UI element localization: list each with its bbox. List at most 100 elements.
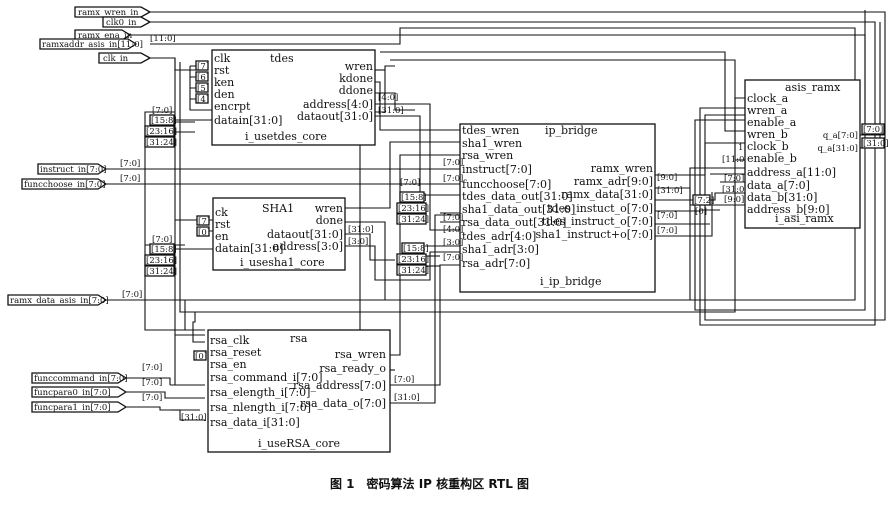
- sha1-const-label: [7]: [198, 217, 210, 227]
- rsa-const-label: [0]: [195, 352, 207, 362]
- sha1-port-rst: rst: [215, 218, 231, 231]
- bus-label-ram-qa32: [31:0]: [863, 139, 889, 149]
- ip-bridge-title: ip_bridge: [545, 124, 597, 137]
- sha1-port-datain: datain[31:0]: [215, 242, 283, 255]
- bus-labels: [4:0] [31:0] [31:0] [3:0] [7:0] [7:0] [7…: [348, 93, 748, 263]
- bus-label-sha1-data: [31:0]: [348, 225, 374, 235]
- tdes-const-label: [5]: [197, 84, 209, 94]
- split-d-label: [23:16]: [398, 255, 429, 265]
- bus-label-ram-qa8: [7:0]: [863, 125, 883, 135]
- bus-label-ipb-sha1adr: [3:0]: [443, 238, 463, 248]
- ip-bridge-port-tdes-adr: tdes_adr[4:0]: [462, 230, 536, 243]
- rsa-port-rsa-nlength: rsa_nlength_i[7:0]: [210, 401, 311, 414]
- input-pin-clk0: [102, 16, 152, 28]
- split-b: [7:0] [15:8] [23:16] [31:24]: [144, 235, 213, 277]
- tdes-instance-name: i_usetdes_core: [245, 130, 327, 143]
- asis-ramx-port-address-a: address_a[11:0]: [747, 166, 836, 179]
- rsa-port-rsa-clk: rsa_clk: [210, 334, 250, 347]
- sha1-block: SHA1 ck rst en datain[31:0] wren done da…: [196, 197, 346, 271]
- asis-ramx-port-qa-32: q_a[31:0]: [818, 144, 858, 154]
- input-pin-ramxaddr-asis-label: ramxaddr_asis_in[11:0]: [42, 40, 143, 50]
- split-c-slot: [399, 191, 425, 203]
- rsa-port-rsa-address: rsa_address[7:0]: [293, 379, 386, 392]
- split-b-label: [31:24]: [146, 267, 177, 277]
- sha1-port-address: address[3:0]: [273, 240, 343, 253]
- tdes-port-datain: datain[31:0]: [214, 114, 282, 127]
- split-c-slot: [396, 202, 427, 214]
- instruct-bus-label: [7:0]: [120, 159, 140, 169]
- input-pin-funcchoose: [21, 178, 108, 190]
- figure-caption: 图 1 密码算法 IP 核重构区 RTL 图: [330, 476, 529, 491]
- split-a-label: [31:24]: [146, 138, 177, 148]
- bus-label-ram-tdes: [7:0]: [657, 211, 677, 221]
- input-pin-clk0-label: clk0_in: [106, 18, 137, 28]
- split-c-slot: [396, 213, 427, 225]
- tdes-title: tdes: [270, 52, 294, 65]
- sha1-title: SHA1: [262, 202, 294, 215]
- split-c-label: [31:24]: [398, 215, 429, 225]
- ip-bridge-port-tdes-wren: tdes_wren: [462, 124, 519, 137]
- ip-bridge-port-sha1-data-out: sha1_data_out[31:0]: [462, 203, 575, 216]
- bus-label-rsa-data-o: [31:0]: [394, 393, 420, 403]
- ip-bridge-port-tdes-data-out: tdes_data_out[31:0]: [462, 190, 573, 203]
- bus-label-ram-data: [31:0]: [657, 186, 683, 196]
- tdes-box: [211, 49, 376, 146]
- asis-ramx-instance-name: i_asi_ramx: [775, 212, 834, 225]
- split-a-slot: [144, 136, 175, 148]
- ip-bridge-port-sha1-wren: sha1_wren: [462, 137, 522, 150]
- tdes-const-label: [6]: [197, 73, 209, 83]
- input-pin-ramx-wren-label: ramx_wren_in: [78, 8, 139, 18]
- sha1-box: [212, 197, 346, 271]
- bus-label-ram-sha1: [7:0]: [657, 226, 677, 236]
- input-pin-funcpara1: [31, 401, 128, 413]
- ip-bridge-port-rsa-wren: rsa_wren: [462, 149, 513, 162]
- asis-ramx-block: asis_ramx clock_a wren_a enable_a wren_b…: [744, 79, 889, 229]
- tdes-port-dataout: dataout[31:0]: [297, 110, 373, 123]
- split-c-label: [7:0]: [400, 178, 420, 188]
- input-pin-ramx-ena-label: ramx_ena_in: [78, 31, 133, 41]
- ram-72-box: [692, 194, 711, 206]
- ip-bridge-port-sha1-instruct-o: sha1_instruct+o[7:0]: [535, 228, 653, 241]
- tdes-port-ken: ken: [214, 76, 234, 89]
- ramxaddr-bus-label: [11:0]: [150, 34, 176, 44]
- tdes-port-rst: rst: [214, 64, 230, 77]
- split-b-label: [7:0]: [152, 235, 172, 245]
- rsa-port-rsa-data-o: rsa_data_o[7:0]: [300, 397, 386, 410]
- split-d: [15:8] [23:16] [31:24]: [396, 242, 429, 276]
- split-d-slot: [396, 253, 427, 265]
- asis-ramx-port-wren-a: wren_a: [747, 104, 788, 117]
- tdes-port-wren: wren: [345, 60, 373, 73]
- split-d-label: [31:24]: [398, 266, 429, 276]
- split-b-slot: [144, 265, 175, 277]
- rsa-port-rsa-reset: rsa_reset: [210, 346, 262, 359]
- bus-label-rsa-di: [31:0]: [181, 413, 207, 423]
- split-d-slot: [401, 242, 425, 254]
- input-pin-funcpara1-label: funcpara1_in[7:0]: [34, 403, 111, 413]
- ip-bridge-port-tdes-instruct-o: tdes_instruct_o[7:0]: [542, 215, 653, 228]
- sha1-port-wren: wren: [315, 202, 343, 215]
- tdes-block: tdes clk rst ken den encrpt datain[31:0]…: [189, 49, 376, 146]
- split-a-slot: [144, 125, 175, 137]
- sha1-const-label: [0]: [198, 228, 210, 238]
- funcpara0-bus-label: [7:0]: [142, 378, 162, 388]
- bus-label-rsa-addr-o: [7:0]: [394, 375, 414, 385]
- ramx-data-asis-bus-label: [7:0]: [122, 290, 142, 300]
- asis-ramx-port-data-a: data_a[7:0]: [747, 179, 810, 192]
- rsa-block: rsa rsa_clk rsa_reset rsa_en rsa_command…: [181, 329, 420, 453]
- bus-label-ipb-tdesadr: [4:0]: [443, 225, 463, 235]
- tdes-port-kdone: kdone: [339, 72, 373, 85]
- asis-ramx-port-wren-b: wren_b: [747, 128, 788, 141]
- input-pin-ramx-data-asis-label: ramx_data_asis_in[7:0]: [10, 296, 109, 306]
- ip-bridge-port-tdes-instuct-o: tdes_instuct_o[7:0]: [547, 202, 653, 215]
- input-pin-ramx-wren: [74, 6, 152, 18]
- input-pin-funccommand-label: funccommand_in[7:0]: [34, 374, 128, 384]
- bus-label-sha1-addr: [3:0]: [348, 237, 368, 247]
- split-c: [7:0] [15:8] [23:16] [31:24]: [396, 178, 429, 225]
- rsa-port-rsa-command: rsa_command_i[7:0]: [210, 371, 323, 384]
- rsa-port-rsa-en: rsa_en: [210, 358, 247, 371]
- split-a-label: [15:8]: [151, 116, 177, 126]
- rsa-port-rsa-wren: rsa_wren: [335, 348, 386, 361]
- tdes-port-clk: clk: [214, 52, 231, 65]
- ram-qa32-box: [861, 137, 885, 149]
